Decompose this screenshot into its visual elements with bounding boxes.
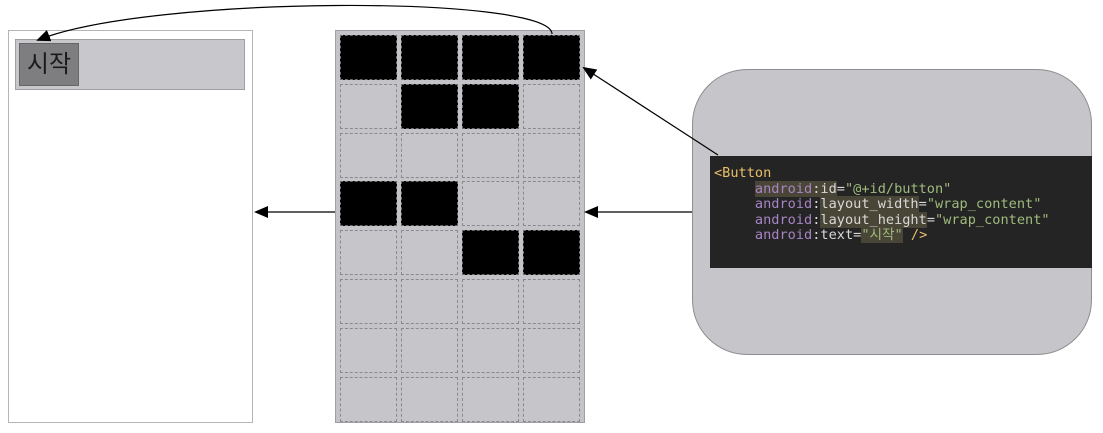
grid-cell-filled bbox=[401, 83, 458, 129]
grid-cell bbox=[523, 181, 580, 227]
code-line-height: android:layout_height="wrap_content" bbox=[754, 211, 1050, 228]
grid-cell bbox=[340, 376, 397, 422]
code-line-text: android:text="시작" /> bbox=[754, 227, 928, 243]
grid-cell-filled bbox=[523, 230, 580, 276]
grid-cell bbox=[401, 279, 458, 324]
grid-cell bbox=[462, 376, 519, 422]
grid-cell bbox=[340, 83, 397, 129]
code-line-id: android:id="@+id/button" bbox=[754, 180, 952, 197]
code-line-width: android:layout_width="wrap_content" bbox=[754, 196, 1042, 212]
grid-cell bbox=[401, 132, 458, 178]
grid-cell bbox=[523, 279, 580, 324]
grid-cell-filled bbox=[401, 35, 458, 80]
code-block: <Button android:id="@+id/button" android… bbox=[710, 156, 1092, 268]
curved-arrow bbox=[36, 4, 553, 42]
code-line-open: <Button bbox=[714, 165, 1092, 182]
grid-cell-filled bbox=[340, 181, 397, 227]
grid-cell-filled bbox=[523, 35, 580, 80]
grid-cell bbox=[340, 230, 397, 276]
code-tag-open: <Button bbox=[714, 165, 772, 181]
layout-grid bbox=[335, 30, 585, 423]
grid-cell bbox=[401, 230, 458, 276]
grid-cell bbox=[340, 327, 397, 373]
grid-cell bbox=[462, 279, 519, 324]
grid-cell-filled bbox=[462, 83, 519, 129]
grid-cell bbox=[523, 376, 580, 422]
grid-cell bbox=[462, 181, 519, 227]
grid-cell-filled bbox=[462, 35, 519, 80]
grid-cell bbox=[523, 83, 580, 129]
grid-cell bbox=[523, 132, 580, 178]
grid-cell bbox=[340, 132, 397, 178]
phone-screen: 시작 bbox=[8, 30, 253, 423]
button-container: 시작 bbox=[15, 39, 245, 90]
grid-cell bbox=[340, 279, 397, 324]
start-button[interactable]: 시작 bbox=[19, 43, 79, 86]
grid-cell bbox=[401, 376, 458, 422]
grid-cell bbox=[401, 327, 458, 373]
grid-cell bbox=[462, 132, 519, 178]
grid-cell bbox=[462, 327, 519, 373]
grid-cell-filled bbox=[340, 35, 397, 80]
grid-cell-filled bbox=[401, 181, 458, 227]
grid-cell-filled bbox=[462, 230, 519, 276]
grid-cell bbox=[523, 327, 580, 373]
diagonal-arrow bbox=[582, 66, 719, 156]
